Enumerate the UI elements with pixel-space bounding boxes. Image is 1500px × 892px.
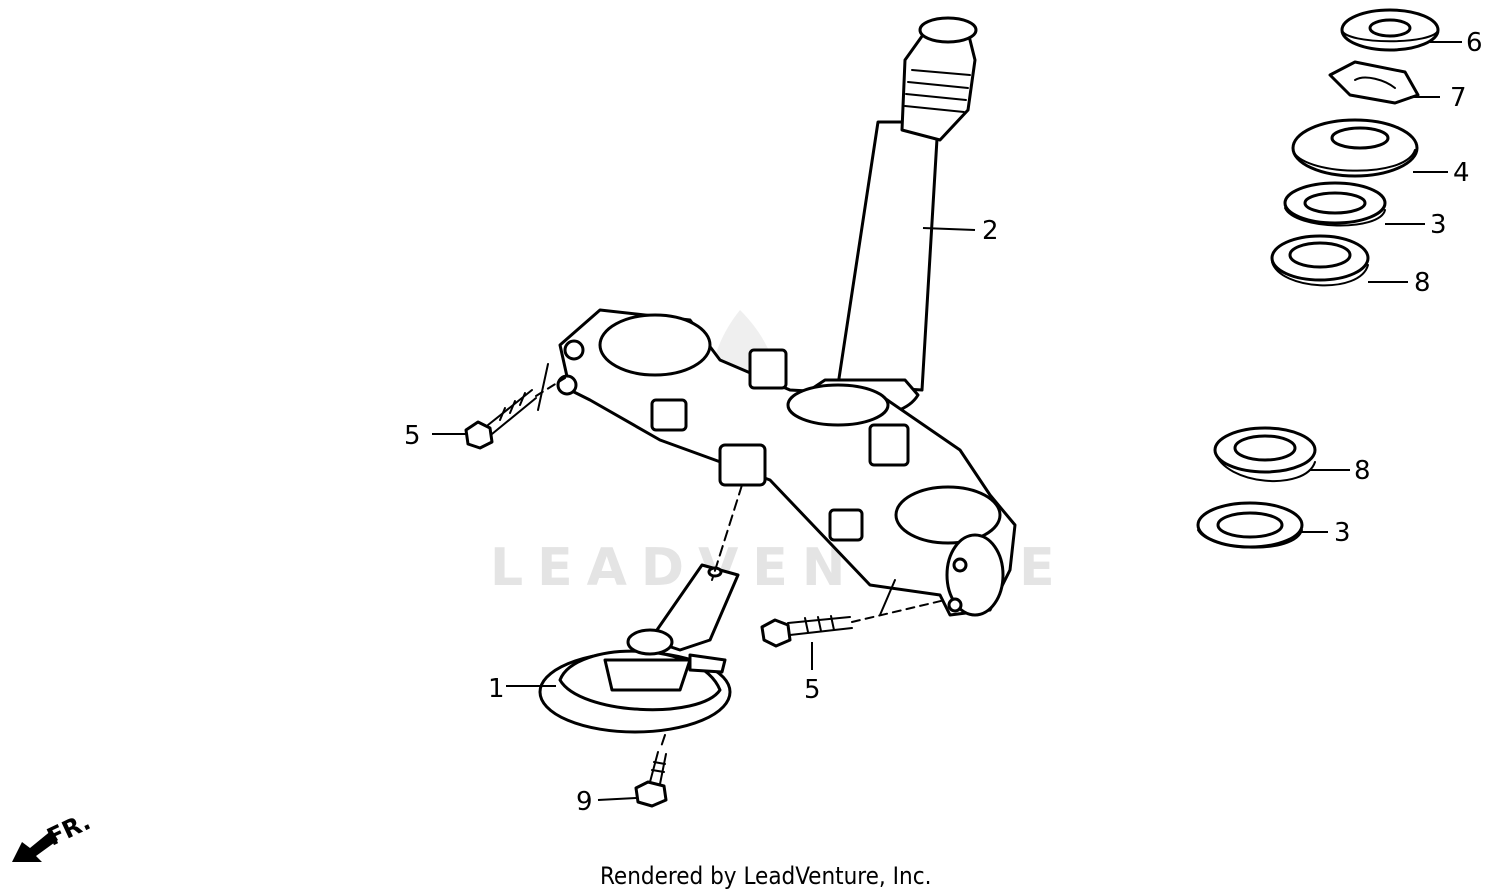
callout-6: 6: [1466, 28, 1483, 58]
callout-3-lower: 3: [1334, 518, 1351, 548]
callout-5-right: 5: [804, 675, 821, 705]
horn: [538, 563, 740, 734]
callout-5-left: 5: [404, 421, 421, 451]
callout-4: 4: [1453, 158, 1470, 188]
credit-text: Rendered by LeadVenture, Inc.: [600, 862, 931, 890]
callout-7: 7: [1450, 83, 1467, 113]
callout-2: 2: [982, 216, 999, 246]
front-arrow-icon: [12, 830, 58, 862]
upper-bearing-stack: [1270, 8, 1440, 287]
leader-lines: [432, 41, 1462, 801]
callout-3-upper: 3: [1430, 210, 1447, 240]
steering-stem: [808, 16, 978, 417]
front-direction-marker: FR.: [12, 807, 95, 862]
callout-9: 9: [576, 787, 593, 817]
lower-triple-clamp: [556, 308, 1017, 617]
callout-8-lower: 8: [1354, 456, 1371, 486]
callout-1: 1: [488, 674, 505, 704]
front-marker-label: FR.: [43, 807, 95, 851]
callout-8-upper: 8: [1414, 268, 1431, 298]
bolt-left: [464, 363, 566, 450]
bolt-right: [760, 579, 946, 648]
callout-numbers: 2 6 7 4 3 8 8 3 5 5 1 9: [404, 28, 1483, 817]
screw: [634, 751, 668, 808]
lower-bearing-stack: [1196, 426, 1317, 549]
